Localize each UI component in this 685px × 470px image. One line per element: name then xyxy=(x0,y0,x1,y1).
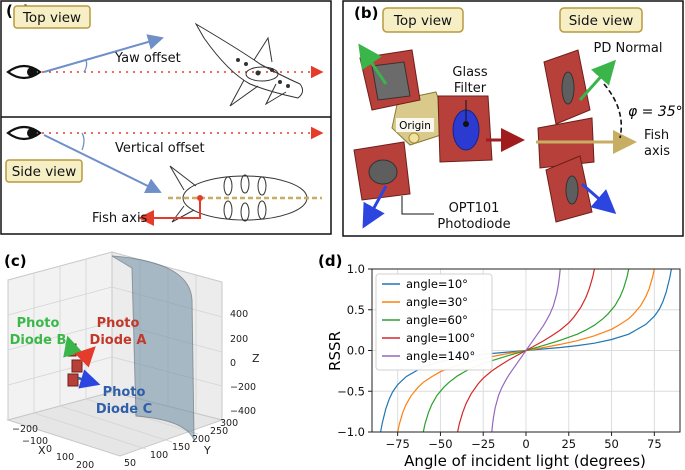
pd-normal-arrow-green-top xyxy=(358,43,388,85)
x-tick-label: 75 xyxy=(647,437,662,451)
x-axis-title: Angle of incident light (degrees) xyxy=(404,452,646,470)
pd-c-label-line1: Photo xyxy=(103,385,146,400)
z-tick: 200 xyxy=(230,334,248,345)
grid-3d xyxy=(7,259,223,450)
pd-a-label-line2: Diode A xyxy=(90,333,147,348)
yaw-angle-arc xyxy=(83,59,88,73)
panel-d: (d) RSSR Angle of incident light (degree… xyxy=(318,252,681,470)
x-axis-ticks: −200 −100 0 100 200 X xyxy=(12,424,94,470)
fish-axis-label-b-line2: axis xyxy=(644,144,670,159)
tag-top-view-a-text: Top view xyxy=(22,10,81,26)
vertical-angle-arc xyxy=(81,132,85,151)
x-tick-label: 0 xyxy=(522,437,529,451)
y-axis-ticks: 50 100 150 200 250 300 Y xyxy=(124,418,238,469)
panel-c: (c) Photo Diode B Photo Diode A Photo Di… xyxy=(4,251,260,470)
y-axis-title: RSSR xyxy=(326,331,344,371)
vertical-offset-arrow xyxy=(43,134,162,194)
opt101-leader xyxy=(401,196,434,215)
tag-side-view-b-text: Side view xyxy=(569,13,634,29)
y-tick-label: 0.5 xyxy=(347,303,365,317)
phi-label: φ = 35° xyxy=(628,104,683,120)
z-tick: 400 xyxy=(230,309,248,320)
glass-filter-label-line2: Filter xyxy=(454,81,487,96)
sensor-housing-top-view xyxy=(353,49,493,201)
series-line-4 xyxy=(491,268,561,433)
panel-d-label: (d) xyxy=(318,252,342,270)
curved-light-screen xyxy=(111,255,195,441)
panel-b-label: (b) xyxy=(354,4,378,22)
y-tick: 50 xyxy=(124,458,136,469)
eye-icon-side xyxy=(6,125,42,141)
tag-side-view-b xyxy=(559,7,643,33)
fish-axis-arrow xyxy=(138,198,201,226)
y-axis-label: Y xyxy=(203,444,211,457)
opt101-label-line1: OPT101 xyxy=(449,201,500,216)
pd-a-label-line1: Photo xyxy=(97,316,140,331)
z-tick: −400 xyxy=(230,406,256,417)
panel-c-label: (c) xyxy=(4,252,27,270)
x-tick: −100 xyxy=(22,436,48,447)
origin-label: Origin xyxy=(399,120,431,132)
tag-top-view-a xyxy=(13,5,91,29)
vertical-offset-label: Vertical offset xyxy=(115,141,205,156)
y-tick: 300 xyxy=(220,418,238,429)
tag-top-view-b xyxy=(382,7,464,33)
x-tick-label: 50 xyxy=(604,437,619,451)
y-tick: 100 xyxy=(150,450,168,461)
panel-b: (b) Top view Side view Glass Filter Orig… xyxy=(342,0,684,237)
pd-normal-arrow-blue-side xyxy=(581,182,617,214)
tag-top-view-b-text: Top view xyxy=(393,13,452,29)
y-tick: 150 xyxy=(172,442,190,453)
y-tick: 200 xyxy=(192,434,210,445)
z-tick: −200 xyxy=(230,382,256,393)
opt101-label-line2: Photodiode xyxy=(437,217,510,232)
pd-c-arrow xyxy=(77,369,101,389)
pd-c-label-line2: Diode C xyxy=(96,402,152,417)
z-axis-label: Z xyxy=(252,352,260,365)
y-tick-label: −1.0 xyxy=(337,425,365,439)
panel-a: (a) Top view Yaw offset xyxy=(0,0,332,235)
legend-entry-3: angle=100° xyxy=(406,331,475,345)
pd-normal-arrow-blue-top xyxy=(362,185,388,229)
shark-top-view xyxy=(194,22,304,107)
pd-normal-label: PD Normal xyxy=(593,41,662,56)
y-tick-label: 0.0 xyxy=(347,344,365,358)
pd-b-label-line2: Diode B xyxy=(10,333,67,348)
y-tick: 250 xyxy=(210,426,228,437)
x-tick-label: −75 xyxy=(386,437,410,451)
x-tick: 0 xyxy=(46,444,52,455)
x-axis-label: X xyxy=(38,444,46,457)
x-tick: 100 xyxy=(56,452,74,463)
x-tick-label: −50 xyxy=(428,437,452,451)
legend-entry-1: angle=30° xyxy=(406,295,468,309)
x-tick: 200 xyxy=(76,460,94,470)
legend-entry-0: angle=10° xyxy=(406,277,468,291)
x-tick-label: 25 xyxy=(561,437,576,451)
glass-filter-label-line1: Glass xyxy=(452,65,487,80)
eye-icon xyxy=(6,64,42,80)
fish-axis-label-b-line1: Fish xyxy=(644,128,669,143)
rssr-chart: −75 −50 −25 0 25 50 75 1.0 0.5 0.0 −0.5 −1.0 angle=1… xyxy=(337,262,681,451)
yaw-offset-arrow xyxy=(43,34,164,73)
fish-axis-label: Fish axis xyxy=(92,211,148,226)
pd-b-arrow xyxy=(63,335,83,358)
x-tick: −200 xyxy=(12,424,38,435)
tag-side-view-a xyxy=(5,159,83,183)
z-tick: 0 xyxy=(230,358,236,369)
tag-side-view-a-text: Side view xyxy=(12,164,77,180)
pd-b-label-line1: Photo xyxy=(17,316,60,331)
pd-normal-arrow-green-side xyxy=(578,59,617,102)
y-tick-label: 1.0 xyxy=(347,262,365,276)
legend-box xyxy=(375,273,493,371)
y-tick-label: −0.5 xyxy=(337,384,365,398)
yaw-offset-label: Yaw offset xyxy=(114,51,181,66)
pd-a-arrow xyxy=(74,346,96,368)
z-axis-ticks: 400 200 0 −200 −400 Z xyxy=(230,309,260,417)
legend-entry-4: angle=140° xyxy=(406,349,475,363)
x-tick-label: −25 xyxy=(471,437,495,451)
origin-label-bg xyxy=(396,118,434,132)
legend-entry-2: angle=60° xyxy=(406,313,468,327)
